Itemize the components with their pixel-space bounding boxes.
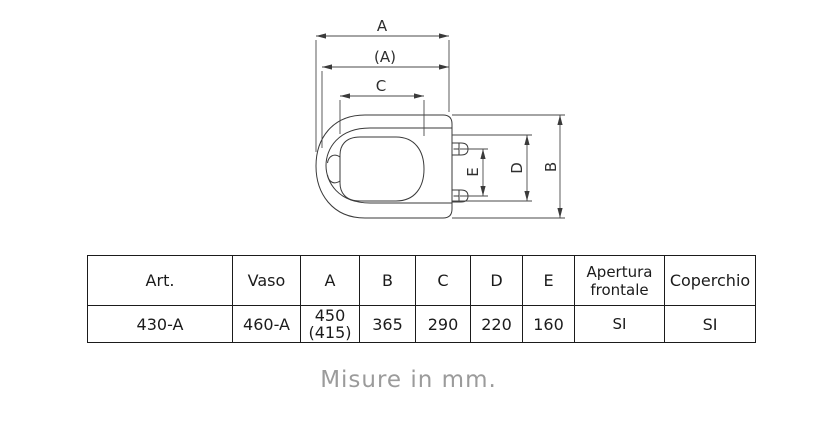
dim-a: A bbox=[315, 17, 450, 152]
header-a-label: A bbox=[324, 271, 336, 290]
header-c: C bbox=[415, 255, 471, 306]
header-vaso: Vaso bbox=[232, 255, 301, 306]
header-d: D bbox=[470, 255, 523, 306]
cell-a-main-value: 450 bbox=[314, 306, 346, 325]
cell-a-alt-value: (415) bbox=[308, 323, 352, 342]
dim-c-label: C bbox=[376, 77, 386, 95]
lid-outline bbox=[315, 114, 453, 219]
front-opening-contour bbox=[327, 154, 341, 164]
dim-b: B bbox=[452, 114, 565, 219]
dim-e-label: E bbox=[464, 167, 482, 176]
cell-art: 430-A bbox=[87, 305, 233, 343]
cell-a: 450 (415) bbox=[300, 305, 360, 343]
spec-table-value-row: 430-A 460-A 450 (415) 365 290 220 160 SI… bbox=[87, 305, 756, 343]
dim-a-alt: (A) bbox=[321, 48, 449, 148]
header-art-label: Art. bbox=[145, 271, 175, 290]
cell-b-value: 365 bbox=[372, 314, 403, 334]
cell-apertura-frontale: SI bbox=[574, 305, 665, 343]
cell-coperchio: SI bbox=[664, 305, 756, 343]
cell-vaso-value: 460-A bbox=[243, 314, 290, 334]
cell-a-value-line1: 450 bbox=[303, 307, 357, 324]
technical-drawing: A (A) C B bbox=[315, 17, 565, 219]
header-b: B bbox=[359, 255, 416, 306]
cell-d-value: 220 bbox=[481, 314, 512, 334]
header-coperchio: Coperchio bbox=[664, 255, 756, 306]
header-e: E bbox=[522, 255, 575, 306]
header-b-label: B bbox=[382, 271, 393, 290]
cell-d: 220 bbox=[470, 305, 523, 343]
dim-c: C bbox=[339, 77, 425, 136]
units-caption: Misure in mm. bbox=[320, 367, 497, 393]
header-art: Art. bbox=[87, 255, 233, 306]
spec-table-header-row: Art. Vaso A B C D E Apertura frontale Co… bbox=[87, 255, 756, 306]
cell-c: 290 bbox=[415, 305, 471, 343]
cell-apertura-frontale-value: SI bbox=[612, 315, 627, 333]
header-apertura-frontale: Apertura frontale bbox=[574, 255, 665, 306]
cell-a-value-line2: (415) bbox=[303, 324, 357, 341]
dim-a-alt-label: (A) bbox=[374, 48, 396, 66]
header-vaso-label: Vaso bbox=[247, 271, 286, 290]
header-e-label: E bbox=[543, 271, 554, 290]
cell-e: 160 bbox=[522, 305, 575, 343]
seat-outline bbox=[325, 127, 452, 204]
header-a: A bbox=[300, 255, 360, 306]
dim-a-label: A bbox=[377, 17, 388, 35]
header-d-label: D bbox=[490, 271, 503, 290]
front-opening-contour bbox=[327, 174, 341, 184]
dim-e: E bbox=[460, 148, 488, 197]
cell-vaso: 460-A bbox=[232, 305, 301, 343]
header-coperchio-label: Coperchio bbox=[669, 271, 751, 290]
spec-table: Art. Vaso A B C D E Apertura frontale Co… bbox=[87, 255, 756, 343]
seat-opening-outline bbox=[339, 136, 425, 202]
cell-e-value: 160 bbox=[533, 314, 564, 334]
cell-c-value: 290 bbox=[427, 314, 459, 334]
dim-d: D bbox=[452, 134, 532, 202]
header-apertura-frontale-label: Apertura frontale bbox=[586, 262, 653, 299]
cell-coperchio-value: SI bbox=[702, 314, 718, 334]
cell-art-value: 430-A bbox=[136, 314, 184, 334]
dim-b-label: B bbox=[542, 162, 560, 172]
header-c-label: C bbox=[437, 271, 449, 290]
dim-d-label: D bbox=[508, 162, 526, 174]
cell-b: 365 bbox=[359, 305, 416, 343]
